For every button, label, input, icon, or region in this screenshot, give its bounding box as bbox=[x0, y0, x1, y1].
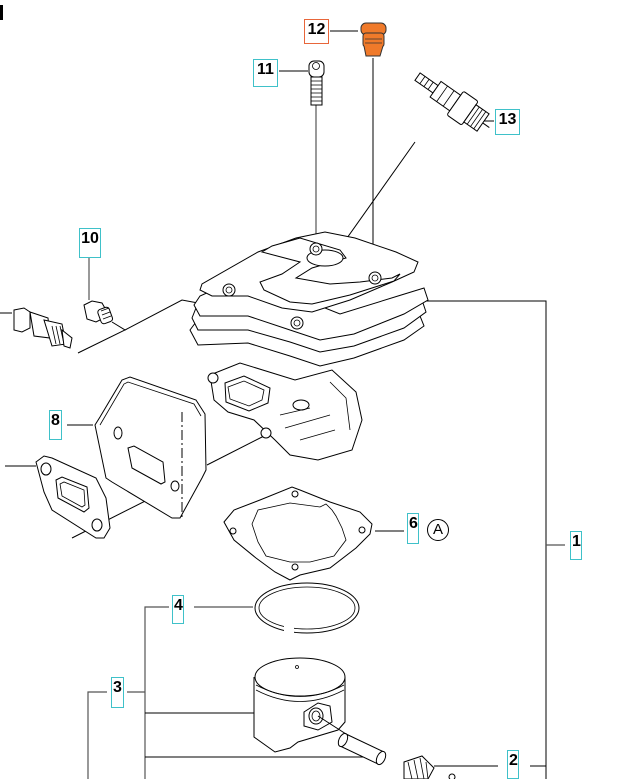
leader-10-c bbox=[124, 299, 199, 331]
callout-1[interactable]: 1 bbox=[570, 531, 582, 560]
leader-4-bracket bbox=[144, 606, 169, 779]
part-spark-plug[interactable] bbox=[409, 65, 498, 139]
callout-12[interactable]: 12 bbox=[304, 19, 329, 44]
leader-10-b bbox=[77, 321, 127, 354]
callout-3[interactable]: 3 bbox=[111, 677, 124, 708]
part-cylinder[interactable] bbox=[189, 231, 429, 461]
part-plug-cap[interactable] bbox=[360, 22, 387, 57]
callout-8[interactable]: 8 bbox=[49, 410, 62, 440]
part-needle-bearing[interactable] bbox=[403, 755, 456, 779]
note-symbol-a: A bbox=[427, 519, 449, 541]
part-piston-ring[interactable] bbox=[254, 582, 360, 635]
page-corner-mark bbox=[0, 5, 3, 20]
callout-4[interactable]: 4 bbox=[172, 595, 184, 624]
leader-1-bracket bbox=[422, 300, 547, 779]
part-left-fitting bbox=[13, 307, 73, 349]
part-decomp-plug[interactable] bbox=[83, 300, 114, 325]
callout-10[interactable]: 10 bbox=[79, 228, 101, 258]
part-exhaust-plate[interactable] bbox=[94, 376, 207, 519]
leader-3-bracket bbox=[87, 691, 107, 779]
part-piston[interactable] bbox=[253, 657, 346, 753]
callout-11[interactable]: 11 bbox=[253, 59, 278, 87]
part-exhaust-gasket bbox=[35, 455, 111, 539]
leader-8-diag2 bbox=[206, 433, 269, 466]
callout-13[interactable]: 13 bbox=[495, 109, 520, 135]
callout-6[interactable]: 6 bbox=[407, 513, 419, 544]
part-screw[interactable] bbox=[308, 60, 325, 106]
callout-2[interactable]: 2 bbox=[507, 750, 519, 779]
part-piston-pin bbox=[317, 715, 387, 766]
part-base-gasket[interactable] bbox=[223, 486, 373, 581]
leader-lines bbox=[0, 30, 565, 779]
